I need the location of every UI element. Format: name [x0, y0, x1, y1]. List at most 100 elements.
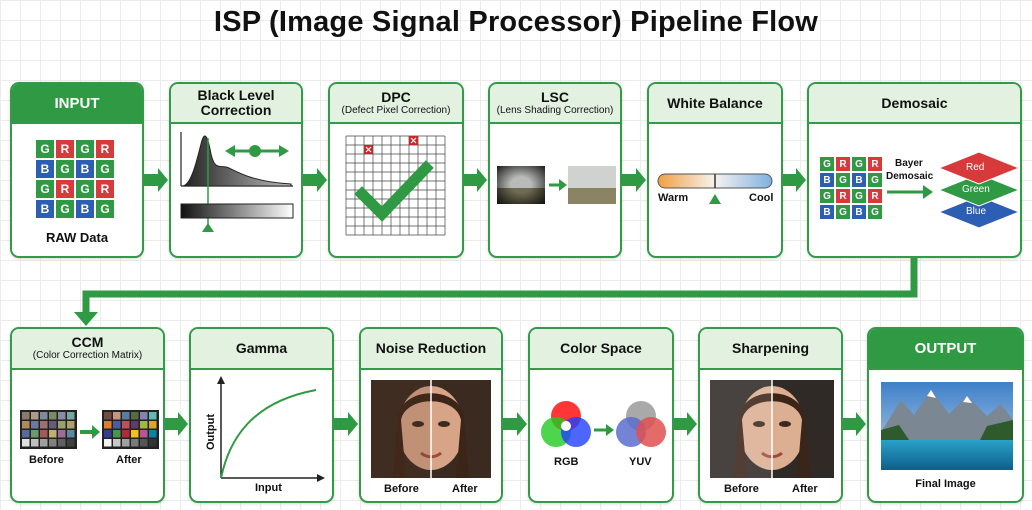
bayer-cell: R [55, 179, 75, 199]
output-caption: Final Image [915, 478, 976, 490]
bayer-cell: G [867, 172, 883, 188]
bayer-cell: G [819, 188, 835, 204]
bayer-cell: G [55, 159, 75, 179]
nr-title: Noise Reduction [375, 340, 487, 356]
bayer-cell: B [819, 204, 835, 220]
sharp-after-label: After [792, 483, 818, 495]
layer-green-label: Green [962, 184, 990, 195]
page-title: ISP (Image Signal Processor) Pipeline Fl… [213, 6, 819, 38]
histogram-graphic [180, 132, 294, 232]
pixel-grid [345, 135, 446, 236]
bayer-cell: G [851, 156, 867, 172]
bayer-cell: G [75, 139, 95, 159]
bayer-cell: B [851, 204, 867, 220]
lsc-subtitle: (Lens Shading Correction) [496, 104, 614, 116]
demosaic-label: Demosaic [886, 171, 934, 182]
bayer-cell: G [75, 179, 95, 199]
blc-title: Black Level Correction [197, 87, 275, 118]
bayer-cell: B [819, 172, 835, 188]
cs-rgb-label: RGB [554, 456, 579, 468]
gamma-xlabel: Input [255, 482, 282, 494]
check-icon [354, 160, 434, 222]
nr-after-label: After [452, 483, 478, 495]
lsc-header: LSC (Lens Shading Correction) [490, 84, 620, 124]
nr-before-label: Before [384, 483, 419, 495]
bayer-cell: G [35, 139, 55, 159]
sharp-title: Sharpening [731, 340, 809, 356]
ccm-header: CCM (Color Correction Matrix) [12, 329, 163, 370]
color-checkers [20, 410, 159, 449]
final-image [881, 382, 1013, 470]
blc-block: Black Level Correction [169, 82, 303, 258]
cs-header: Color Space [530, 329, 672, 370]
ccm-after-label: After [116, 454, 142, 466]
bayer-cell: G [95, 199, 115, 219]
bayer-cell: R [95, 139, 115, 159]
arrow-cs-sharp [674, 412, 697, 436]
bayer-cell: R [835, 156, 851, 172]
gamma-block: Gamma Input Output [189, 327, 334, 503]
color-space-venn [538, 398, 666, 456]
bayer-cell: G [819, 156, 835, 172]
layer-red-label: Red [966, 162, 985, 173]
dpc-header: DPC (Defect Pixel Correction) [330, 84, 462, 124]
input-title: INPUT [54, 94, 100, 112]
demosaic-arrow [887, 185, 933, 199]
gamma-title: Gamma [235, 340, 288, 356]
bayer-cell: B [35, 199, 55, 219]
lsc-images [497, 166, 616, 204]
wb-header: White Balance [649, 84, 781, 124]
lsc-block: LSC (Lens Shading Correction) [488, 82, 622, 258]
input-caption: RAW Data [45, 230, 109, 245]
bayer-cell: R [867, 188, 883, 204]
bayer-cell: R [835, 188, 851, 204]
bayer-cell: G [867, 204, 883, 220]
bayer-cell: B [851, 172, 867, 188]
input-header: INPUT [12, 84, 142, 124]
output-header: OUTPUT [869, 329, 1022, 370]
sharp-block: Sharpening Before After [698, 327, 843, 503]
bayer-label: Bayer [895, 158, 923, 169]
dpc-title: DPC [381, 88, 411, 105]
output-title: OUTPUT [914, 340, 977, 357]
arrow-gamma-nr [334, 412, 358, 436]
demosaic-title: Demosaic [881, 94, 948, 111]
rgb-layers [937, 151, 1020, 229]
bayer-cell: G [55, 199, 75, 219]
ccm-title: CCM [71, 334, 104, 350]
sharp-before-label: Before [724, 483, 759, 495]
bayer-cell: B [75, 199, 95, 219]
sharp-header: Sharpening [700, 329, 841, 370]
bayer-cell: B [35, 159, 55, 179]
bayer-cell: B [75, 159, 95, 179]
ccm-before-label: Before [29, 454, 64, 466]
dpc-block: DPC (Defect Pixel Correction) [328, 82, 464, 258]
bayer-cell: G [835, 172, 851, 188]
dpc-subtitle: (Defect Pixel Correction) [341, 104, 451, 116]
bayer-cell: G [35, 179, 55, 199]
arrow-ccm-gamma [165, 412, 188, 436]
arrow-demosaic-ccm [82, 258, 918, 316]
demosaic-header: Demosaic [809, 84, 1020, 124]
arrow-wb-demosaic [783, 168, 806, 192]
lsc-title: LSC [541, 88, 569, 105]
wb-warm-label: Warm [658, 192, 689, 204]
bayer-cell: R [55, 139, 75, 159]
cs-title: Color Space [560, 340, 642, 356]
arrow-lsc-wb [622, 168, 646, 192]
ccm-subtitle: (Color Correction Matrix) [32, 350, 143, 361]
portrait-sharp-compare [710, 380, 834, 478]
layer-blue-label: Blue [966, 206, 987, 217]
bayer-cell: G [851, 188, 867, 204]
ccm-block: CCM (Color Correction Matrix) Before Aft… [10, 327, 165, 503]
bayer-cell: G [835, 204, 851, 220]
cs-block: Color Space RGB YUV [528, 327, 674, 503]
portrait-compare [371, 380, 491, 478]
gamma-curve [217, 376, 325, 482]
output-block: OUTPUT Final Image [867, 327, 1024, 503]
